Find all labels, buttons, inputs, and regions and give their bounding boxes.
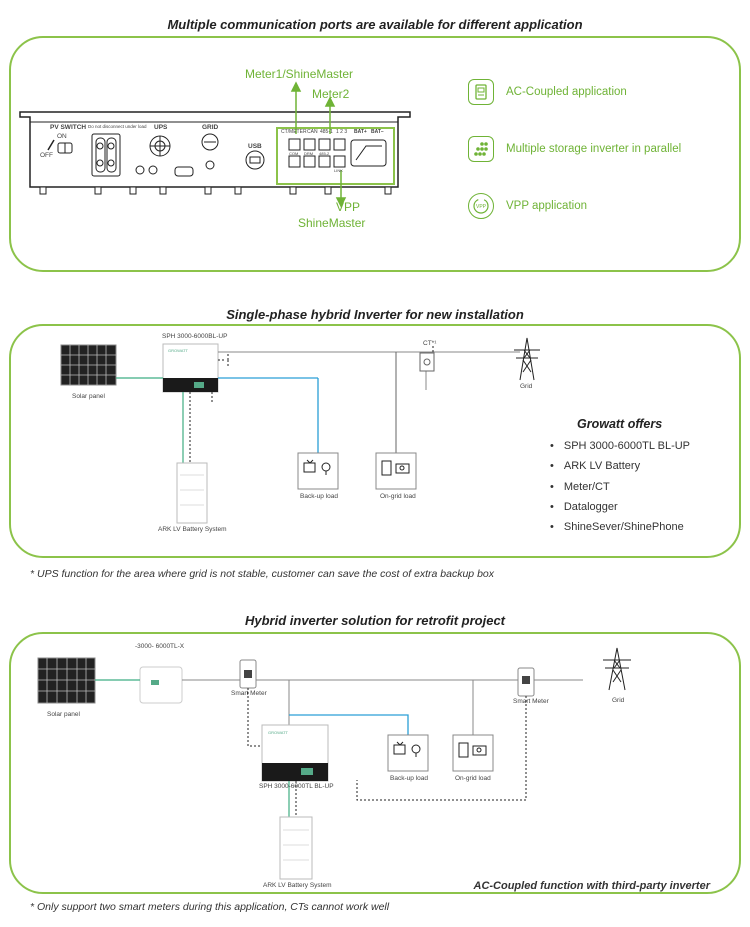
smart-meter-left-label: Smart Meter [231,690,267,697]
port-arrows [290,81,347,208]
grid-label: Grid [520,383,533,390]
port-label-drm: DRM [304,151,314,156]
retrofit-ongrid-load-icon [452,734,494,772]
ac-coupled-footer: AC-Coupled function with third-party inv… [473,880,711,892]
section-title-ports: Multiple communication ports are availab… [167,17,583,32]
app-ac-coupled-label: AC-Coupled application [506,86,627,98]
grid-tower-icon [514,337,540,381]
retrofit-ongrid-label: On-grid load [455,775,491,782]
port-label-com: COM [289,151,299,156]
ct-label: CT*¹ [423,340,437,347]
retrofit-grid-tower-icon [603,647,631,691]
ongrid-load-label: On-grid load [380,493,416,500]
solar-panel-icon [60,344,117,386]
retrofit-battery-label: ARK LV Battery System [263,882,332,889]
retrofit-backup-load-icon [387,734,429,772]
pv-inverter-model-label: -3000- 6000TL-X [135,643,185,650]
vpp-icon: VPP [468,193,494,219]
section-title-retrofit: Hybrid inverter solution for retrofit pr… [244,613,506,628]
backup-load-label: Back-up load [300,493,338,500]
app-parallel: Multiple storage inverter in parallel [468,136,681,162]
offers-title: Growatt offers [577,417,663,431]
retrofit-grid-label: Grid [612,697,625,704]
ct-meter-label: CT/METER [281,129,307,135]
brand-label: GROWATT [168,348,188,353]
inverter-bottom-drawing [19,81,411,208]
note-smart-meters: * Only support two smart meters during t… [30,901,390,913]
pv-connectors [91,133,121,177]
pv-switch-label: PV SWITCH [50,124,87,131]
rs485-label: 485-1 [320,129,333,135]
pv-switch [47,139,73,154]
pv-on-label: ON [57,133,67,140]
app-vpp: VPP VPP application [468,193,587,219]
offer-item: ARK LV Battery [550,456,690,476]
offer-item: Datalogger [550,497,690,517]
port-label-link: LINK [334,168,343,173]
n123-label: 1 2 3 [336,129,348,135]
smart-meter-right-label: Smart Meter [513,698,549,705]
retrofit-solar-label: Solar panel [47,711,80,718]
retrofit-brand-label: GROWATT [268,730,288,735]
solar-label: Solar panel [72,393,105,400]
ups-label: UPS [154,124,168,131]
section-title-new-installation: Single-phase hybrid Inverter for new ins… [226,307,524,322]
grid-port-label: GRID [202,124,219,131]
ct-icon [419,352,435,372]
vpp-icon-text: VPP [476,204,487,210]
ac-coupled-icon [468,79,494,105]
ongrid-load-icon [375,452,417,490]
retrofit-panel [9,632,741,894]
comm-ports [288,138,387,168]
retrofit-battery-icon [279,816,313,880]
backup-load-icon [297,452,339,490]
offers-list: SPH 3000-6000TL BL-UP ARK LV Battery Met… [550,436,690,537]
retrofit-diagram [37,647,631,880]
ups-connector [135,135,194,177]
hybrid-inverter-icon [162,343,219,393]
app-parallel-label: Multiple storage inverter in parallel [506,143,682,155]
pv-off-label: OFF [40,152,53,159]
usb-connector [245,150,265,170]
hybrid-model-label: SPH 3000-6000TL BL-UP [259,783,334,790]
new-installation-diagram [60,337,540,524]
offer-item: ShineSever/ShinePhone [550,517,690,537]
retrofit-backup-label: Back-up load [390,775,428,782]
vpp-port-label: VPP [336,200,361,214]
retrofit-solar-panel-icon [37,657,96,704]
battery-label: ARK LV Battery System [158,526,227,533]
meter1-label: Meter1/ShineMaster [245,67,354,81]
comm-port-highlight [276,127,395,185]
app-vpp-label: VPP application [506,200,587,212]
new-installation-panel [9,324,741,558]
usb-label: USB [248,143,262,150]
grid-connector [201,133,219,170]
app-ac-coupled: AC-Coupled application [468,79,627,105]
shinemaster-label: ShineMaster [298,216,366,230]
pv-inverter-icon [139,666,183,704]
inverter-model-label: SPH 3000-6000BL-UP [162,333,228,340]
ports-panel [9,36,741,272]
offer-item: Meter/CT [550,477,690,497]
note-ups: * UPS function for the area where grid i… [30,568,494,580]
bat-plus-label: BAT+ [354,129,367,135]
meter2-label: Meter2 [312,87,350,101]
port-label-4852: 485-2 [319,151,330,156]
retrofit-hybrid-inverter-icon [261,724,329,782]
can-label: CAN [307,129,318,135]
offer-item: SPH 3000-6000TL BL-UP [550,436,690,456]
battery-icon [176,462,208,524]
warning-label: Do not disconnect under load [88,124,147,129]
parallel-icon [468,136,494,162]
bat-minus-label: BAT− [371,129,384,135]
